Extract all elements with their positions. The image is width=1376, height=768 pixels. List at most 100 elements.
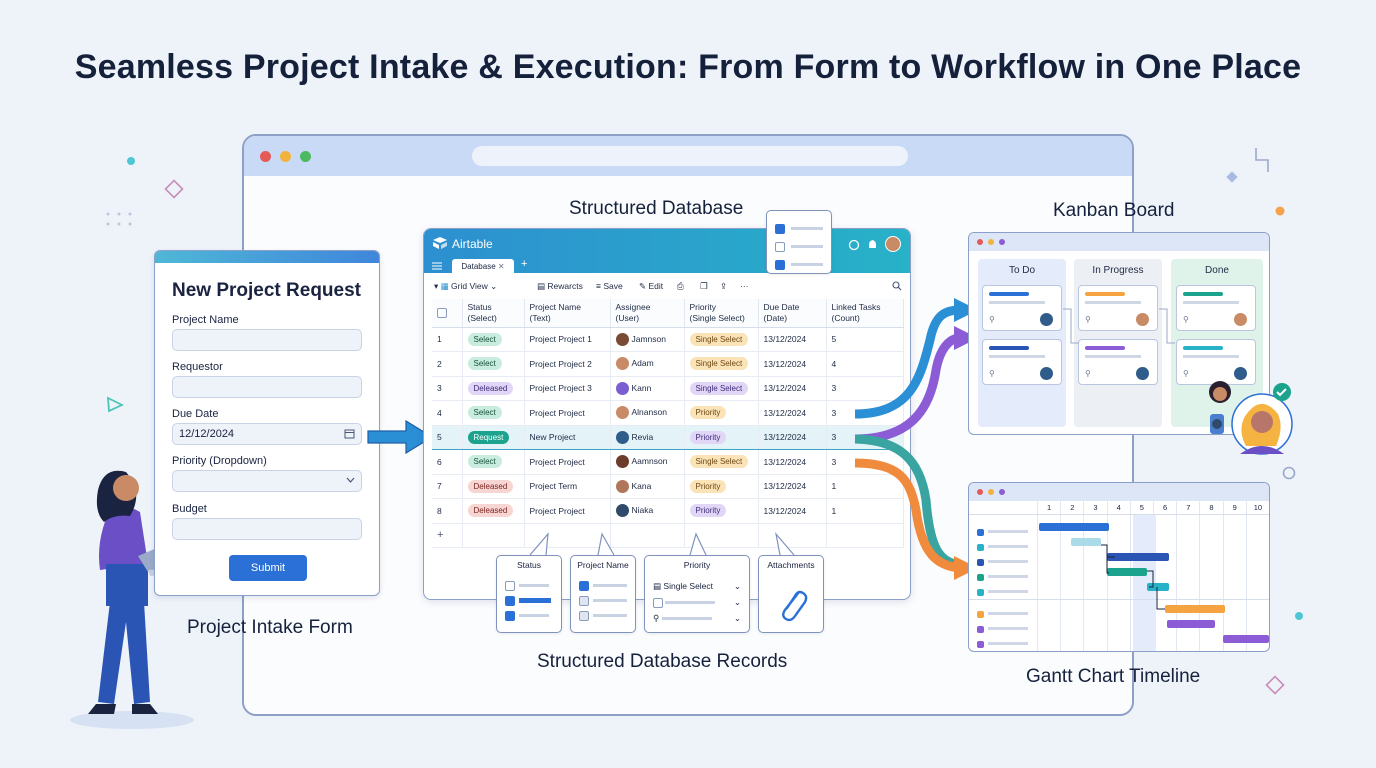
url-bar[interactable] [472,146,908,166]
add-tab-button[interactable]: + [521,258,528,270]
requestor-field[interactable] [172,376,362,398]
maximize-dot-icon[interactable] [999,239,1005,245]
column-due-date[interactable]: Due Date(Date) [758,299,827,328]
close-dot-icon[interactable] [977,489,983,495]
table-row[interactable]: 2 Select Project Project 2 Adam Single S… [432,351,904,377]
due-date-cell[interactable]: 13/12/2024 [758,449,827,475]
gantt-bar[interactable] [1223,635,1269,643]
minimize-dot-icon[interactable] [988,239,994,245]
assignee-cell[interactable]: Revia [610,424,685,450]
table-row[interactable]: 1 Select Project Project 1 Jamnson Singl… [432,327,904,352]
linked-tasks-cell[interactable]: 1 [826,474,904,499]
gantt-task-row[interactable] [977,635,1029,651]
assignee-cell[interactable]: Kana [610,474,685,499]
submit-button[interactable]: Submit [229,555,307,581]
linked-tasks-cell[interactable]: 5 [826,327,904,352]
priority-cell[interactable]: Priority [684,474,759,499]
budget-field[interactable] [172,518,362,540]
kanban-card[interactable]: ⚲ [982,285,1062,331]
due-date-cell[interactable]: 13/12/2024 [758,351,827,377]
table-row[interactable]: 4 Select Project Project Alnanson Priori… [432,400,904,426]
kanban-card[interactable]: ⚲ [1078,285,1158,331]
priority-dropdown[interactable] [172,470,362,492]
table-row[interactable]: 3 Deleased Project Project 3 Kann Single… [432,376,904,401]
table-row[interactable]: 7 Deleased Project Term Kana Priority 13… [432,474,904,499]
assignee-cell[interactable]: Kann [610,376,685,401]
gantt-bar[interactable] [1107,553,1169,561]
menu-icon[interactable] [432,262,442,270]
save-button[interactable]: ≡ Save [596,281,623,291]
more-button[interactable]: ··· [740,281,749,291]
priority-cell[interactable]: Single Select [684,449,759,475]
share-icon[interactable]: ⇪ [720,281,728,291]
priority-cell[interactable]: Single Select [684,351,759,377]
add-row[interactable]: + [432,523,904,548]
grid-view-button[interactable]: ▾ ▦ Grid View ⌄ [434,281,498,291]
status-cell[interactable]: Select [462,327,525,352]
linked-tasks-cell[interactable]: 3 [826,376,904,401]
table-row[interactable]: 6 Select Project Project Aamnson Single … [432,449,904,475]
project-cell[interactable]: New Project [524,424,611,450]
edit-button[interactable]: ✎ Edit [639,281,664,291]
status-cell[interactable]: Deleased [462,376,525,401]
column-linked-tasks[interactable]: Linked Tasks(Count) [826,299,904,328]
gantt-task-row[interactable] [977,538,1029,556]
user-avatar[interactable] [885,236,901,252]
project-cell[interactable]: Project Term [524,474,611,499]
gantt-bar[interactable] [1107,568,1147,576]
gantt-task-row[interactable] [977,605,1029,623]
help-icon[interactable] [848,239,860,251]
kanban-card[interactable]: ⚲ [1176,285,1256,331]
table-row-selected[interactable]: 5 Request New Project Revia Priority 13/… [432,424,904,450]
copy-icon[interactable]: ❐ [700,281,708,291]
priority-cell[interactable]: Priority [684,400,759,426]
maximize-dot-icon[interactable] [999,489,1005,495]
gantt-bar[interactable] [1071,538,1101,546]
minimize-dot-icon[interactable] [988,489,994,495]
tab-database[interactable]: Database ✕ [452,259,514,274]
table-row[interactable]: 8 Deleased Project Project Niaka Priorit… [432,498,904,524]
search-icon[interactable] [892,281,902,291]
gantt-task-row[interactable] [977,568,1029,586]
select-all-checkbox[interactable] [432,299,463,328]
print-icon[interactable]: ⎙ [677,281,684,291]
status-cell[interactable]: Select [462,400,525,426]
priority-cell[interactable]: Single Select [684,327,759,352]
due-date-cell[interactable]: 13/12/2024 [758,424,827,450]
gantt-bar[interactable] [1165,605,1225,613]
minimize-dot-icon[interactable] [280,151,291,162]
kanban-card[interactable]: ⚲ [982,339,1062,385]
maximize-dot-icon[interactable] [300,151,311,162]
due-date-cell[interactable]: 13/12/2024 [758,498,827,524]
assignee-cell[interactable]: Niaka [610,498,685,524]
gantt-bar[interactable] [1147,583,1169,591]
bell-icon[interactable] [867,239,878,251]
project-cell[interactable]: Project Project [524,449,611,475]
project-cell[interactable]: Project Project [524,400,611,426]
project-cell[interactable]: Project Project 1 [524,327,611,352]
project-name-field[interactable] [172,329,362,351]
priority-cell[interactable]: Priority [684,498,759,524]
project-cell[interactable]: Project Project [524,498,611,524]
gantt-task-row[interactable] [977,523,1029,541]
column-assignee[interactable]: Assignee(User) [610,299,685,328]
project-cell[interactable]: Project Project 3 [524,376,611,401]
status-cell[interactable]: Deleased [462,498,525,524]
close-dot-icon[interactable] [977,239,983,245]
gantt-bar[interactable] [1039,523,1109,531]
status-cell[interactable]: Select [462,351,525,377]
priority-cell[interactable]: Priority [684,424,759,450]
column-project-name[interactable]: Project Name(Text) [524,299,611,328]
status-cell[interactable]: Select [462,449,525,475]
column-status[interactable]: Status(Select) [462,299,525,328]
calendar-icon[interactable] [344,428,355,439]
assignee-cell[interactable]: Adam [610,351,685,377]
status-cell[interactable]: Deleased [462,474,525,499]
linked-tasks-cell[interactable]: 4 [826,351,904,377]
status-cell[interactable]: Request [462,424,525,450]
due-date-cell[interactable]: 13/12/2024 [758,376,827,401]
assignee-cell[interactable]: Aamnson [610,449,685,475]
column-priority[interactable]: Priority(Single Select) [684,299,759,328]
gantt-task-row[interactable] [977,620,1029,638]
priority-cell[interactable]: Single Select [684,376,759,401]
